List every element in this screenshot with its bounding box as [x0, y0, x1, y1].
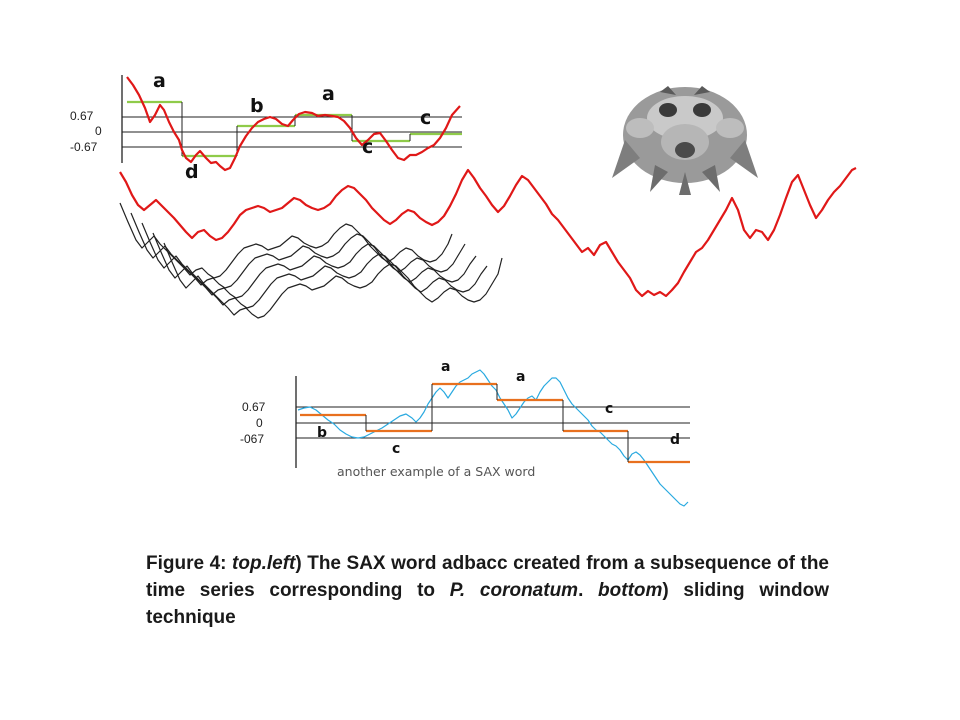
- top-tick-zero: 0: [95, 124, 102, 138]
- top-red-subsequence: [126, 76, 461, 172]
- window-series-3: [141, 222, 477, 299]
- bottom-letter-4: a: [516, 369, 525, 385]
- top-segment-boundaries: [181, 102, 411, 156]
- top-tick-lower: -0.67: [70, 140, 98, 154]
- black-window-series: [119, 202, 503, 319]
- top-segment-levels: [127, 100, 462, 158]
- caption-bottom: bottom: [598, 580, 663, 601]
- top-tick-upper: 0.67: [70, 109, 94, 123]
- window-series-4: [152, 232, 488, 309]
- bottom-letter-6: d: [670, 432, 680, 448]
- top-letter-5: c: [362, 136, 373, 158]
- window-series-5: [163, 242, 503, 319]
- caption-species: P. coronatum: [449, 580, 579, 601]
- bottom-tick-lower: -067: [240, 432, 264, 446]
- bottom-blue-series: [297, 369, 689, 507]
- bottom-letter-2: c: [392, 441, 400, 457]
- bottom-tick-upper: 0.67: [242, 400, 266, 414]
- top-sax-figure: 0.67 0 -0.67 a d b a c c: [70, 70, 462, 183]
- bottom-figure-caption: another example of a SAX word: [337, 464, 535, 479]
- caption-text-2: .: [578, 580, 599, 601]
- top-letter-4: a: [322, 83, 335, 105]
- bottom-letter-5: c: [605, 401, 613, 417]
- window-series-1: [119, 202, 453, 279]
- sliding-window-figure: [119, 167, 857, 319]
- figure-caption: Figure 4: top.left) The SAX word adbacc …: [146, 550, 829, 631]
- bottom-segment-boundaries: [365, 384, 629, 462]
- caption-top-left: top.left: [232, 553, 296, 574]
- top-letter-1: a: [153, 70, 166, 92]
- top-letter-6: c: [420, 107, 431, 129]
- bottom-segment-levels: [300, 382, 690, 464]
- bottom-tick-zero: 0: [256, 416, 263, 430]
- window-series-2: [130, 212, 466, 289]
- bottom-sax-figure: 0.67 0 -067 b c a a c d another example …: [240, 359, 690, 507]
- caption-prefix: Figure 4:: [146, 553, 233, 574]
- top-letter-3: b: [250, 95, 264, 117]
- bottom-letter-1: b: [317, 425, 327, 441]
- skull-image: [612, 86, 758, 195]
- long-red-series: [119, 167, 857, 298]
- caption-text-3: ) sliding window technique: [146, 580, 829, 628]
- top-letter-2: d: [185, 161, 199, 183]
- bottom-letter-3: a: [441, 359, 450, 375]
- caption-text-1: ) The SAX word adbacc created from a sub…: [146, 553, 829, 601]
